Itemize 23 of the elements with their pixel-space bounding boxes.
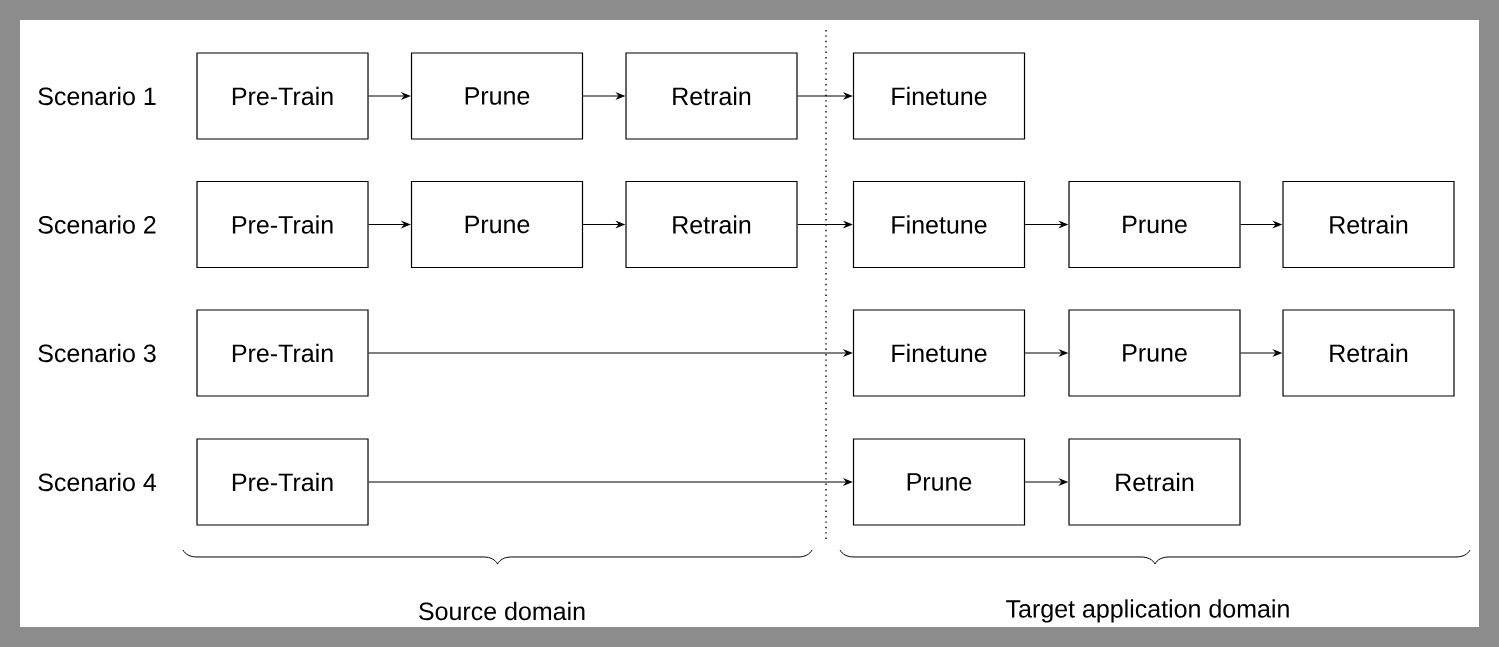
label-text: Scenario 3 xyxy=(38,343,156,363)
label-text: Scenario 1 xyxy=(38,86,156,106)
process-box: Retrain xyxy=(625,52,798,140)
label-text: Scenario 2 xyxy=(38,215,156,234)
process-box: Prune xyxy=(410,52,584,140)
label-text: Source domain xyxy=(419,601,585,621)
process-box: Retrain xyxy=(1282,180,1455,269)
process-box: Retrain xyxy=(1282,309,1455,397)
process-box: Finetune xyxy=(852,180,1026,269)
process-box: Retrain xyxy=(1068,438,1241,526)
process-box: Prune xyxy=(410,180,584,269)
process-box: Prune xyxy=(1068,180,1241,269)
label-text: Scenario 4 xyxy=(38,472,156,492)
process-box: Retrain xyxy=(625,180,798,269)
process-box: Pre-Train xyxy=(196,438,369,526)
process-box: Finetune xyxy=(852,52,1026,140)
process-box: Prune xyxy=(1068,309,1241,397)
process-box: Finetune xyxy=(852,309,1026,397)
process-box: Prune xyxy=(852,438,1026,526)
process-box: Pre-Train xyxy=(196,309,369,397)
process-box: Pre-Train xyxy=(196,52,369,140)
process-box: Pre-Train xyxy=(196,180,369,269)
label-text: Target application domain xyxy=(1006,599,1289,623)
